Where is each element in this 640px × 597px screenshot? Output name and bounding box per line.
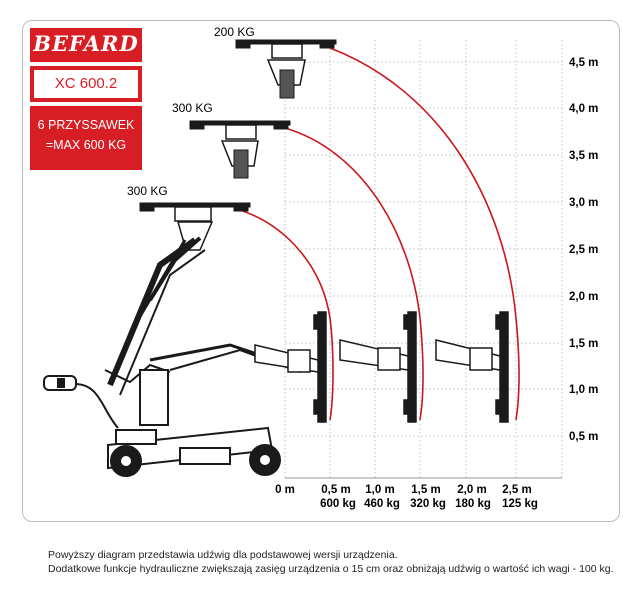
weight-label: 460 kg (364, 498, 400, 510)
load-label-300kg-mid: 300 KG (172, 101, 213, 115)
height-label: 1,0 m (569, 384, 598, 396)
attachment-vertical-1 (254, 311, 327, 423)
machine-boom (104, 236, 301, 426)
height-label: 0,5 m (569, 431, 598, 443)
reach-label: 1,5 m (411, 484, 440, 496)
reach-label: 1,0 m (365, 484, 394, 496)
logo: BEFARD (30, 28, 142, 62)
load-label-200kg: 200 KG (214, 25, 255, 39)
reach-axis-labels: 0 m 0,5 m 1,0 m 1,5 m 2,0 m 2,5 m (275, 484, 532, 496)
load-label-300kg-low: 300 KG (127, 184, 168, 198)
height-label: 3,0 m (569, 197, 598, 209)
logo-text: BEFARD (33, 31, 139, 56)
attachment-vertical-2 (339, 311, 417, 423)
arc-200kg-high (329, 47, 520, 421)
weight-labels: 600 kg 460 kg 320 kg 180 kg 125 kg (320, 498, 538, 510)
weight-label: 180 kg (455, 498, 491, 510)
reach-label: 0,5 m (321, 484, 350, 496)
height-label: 3,5 m (569, 150, 598, 162)
reach-label: 0 m (275, 484, 295, 496)
footer-note-2: Dodatkowe funkcje hydrauliczne zwiększaj… (48, 563, 614, 575)
height-axis-labels: 4,5 m 4,0 m 3,5 m 3,0 m 2,5 m 2,0 m 1,5 … (569, 57, 598, 443)
reach-label: 2,5 m (502, 484, 531, 496)
height-label: 2,0 m (569, 291, 598, 303)
weight-label: 600 kg (320, 498, 356, 510)
model-box: XC 600.2 (30, 66, 142, 102)
capacity-line-1: 6 PRZYSSAWEK (37, 118, 135, 132)
capacity-box: 6 PRZYSSAWEK =MAX 600 KG (30, 106, 142, 170)
attachment-low (139, 202, 251, 251)
capacity-line-2: =MAX 600 KG (45, 138, 127, 152)
attachment-mid (189, 120, 291, 179)
arc-300kg-low (239, 209, 334, 421)
attachment-vertical-3 (435, 311, 509, 423)
brand-box: BEFARD XC 600.2 6 PRZYSSAWEK =MAX 600 KG (30, 28, 142, 170)
reach-arcs (239, 47, 520, 421)
height-label: 4,0 m (569, 103, 598, 115)
control-handle (43, 375, 119, 429)
height-label: 1,5 m (569, 338, 598, 350)
weight-label: 320 kg (410, 498, 446, 510)
grid (284, 40, 563, 478)
reach-label: 2,0 m (457, 484, 486, 496)
attachment-top (235, 39, 337, 99)
height-label: 2,5 m (569, 244, 598, 256)
height-label: 4,5 m (569, 57, 598, 69)
arc-300kg-mid (284, 127, 424, 421)
footer-note-1: Powyższy diagram przedstawia udźwig dla … (48, 549, 398, 561)
machine-chassis (107, 426, 281, 477)
model-name: XC 600.2 (34, 70, 138, 98)
weight-label: 125 kg (502, 498, 538, 510)
